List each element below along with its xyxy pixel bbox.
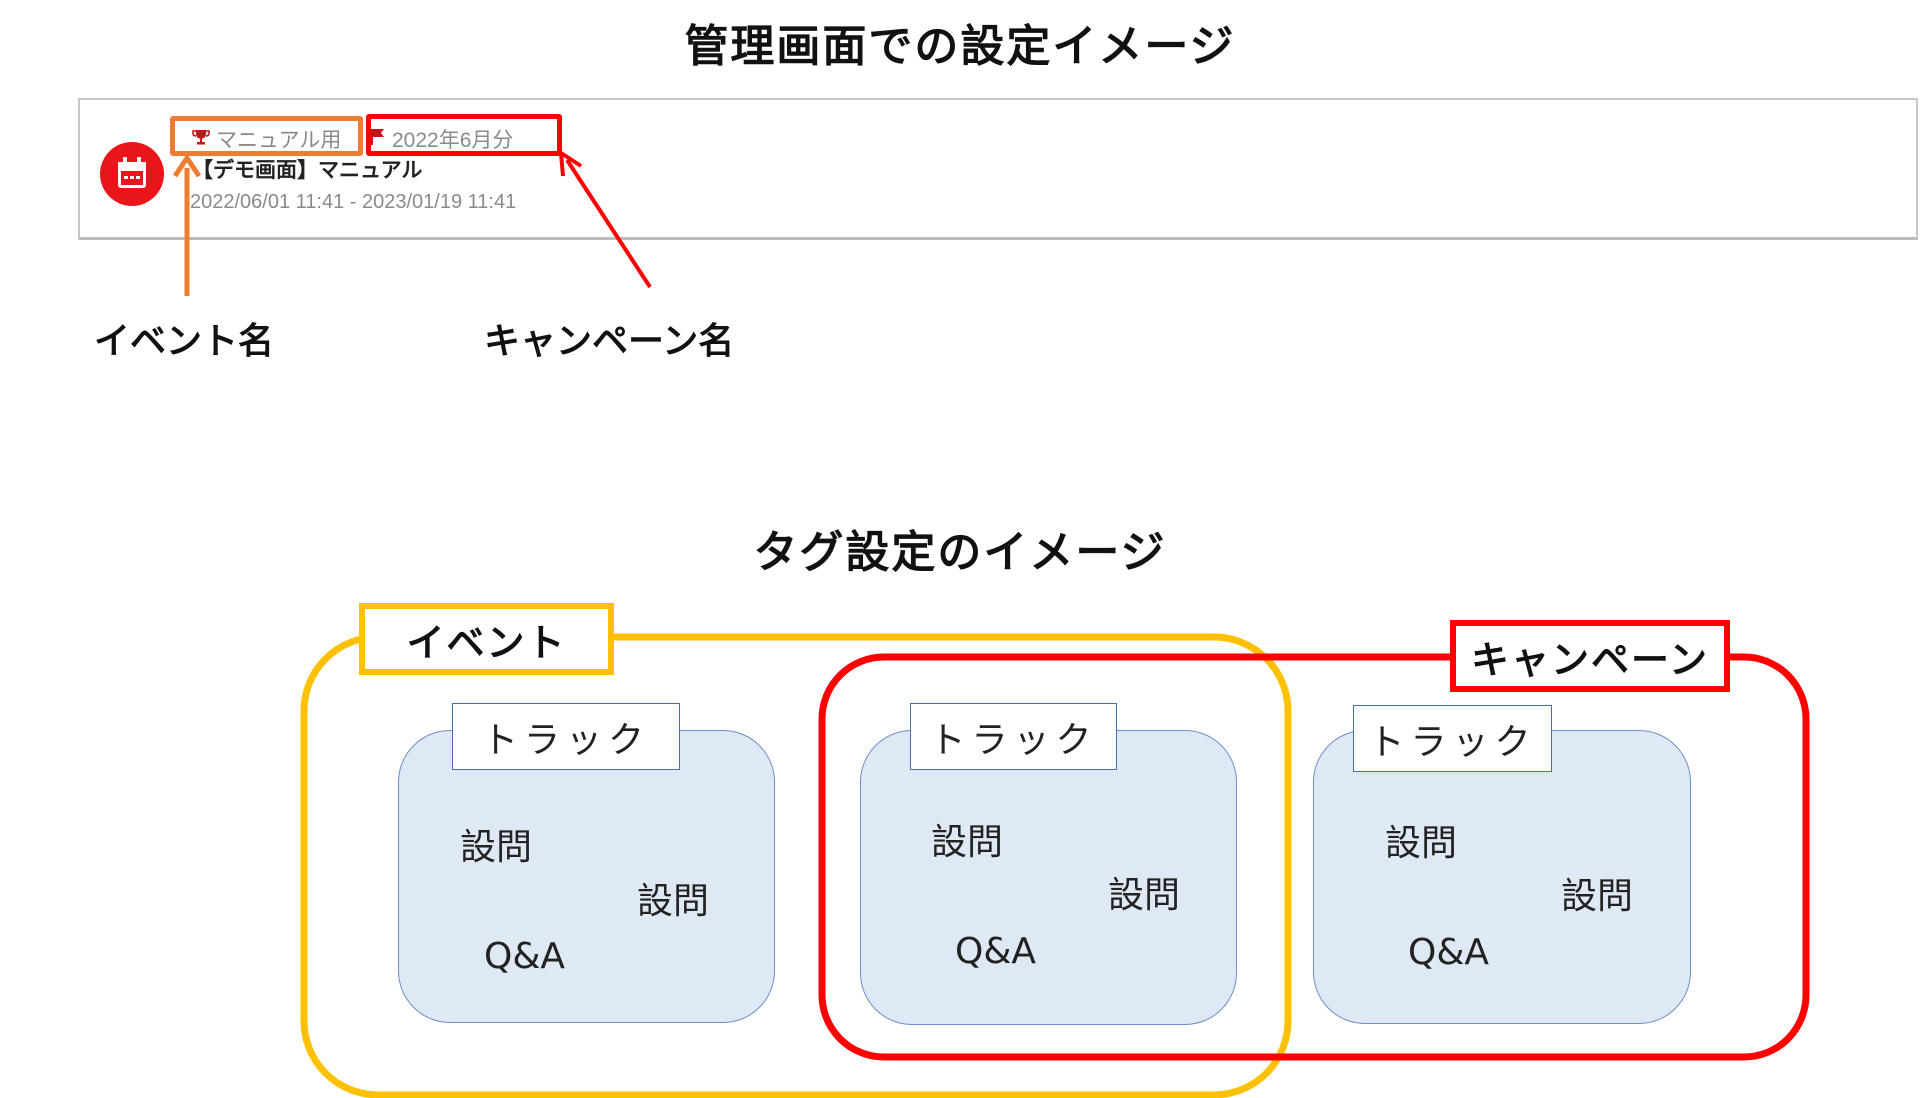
question-item: 設問 <box>460 827 533 868</box>
campaign-region-label: キャンペーン <box>1450 620 1730 692</box>
campaign-name-label: キャンペーン名 <box>484 321 735 362</box>
event-name-highlight <box>170 116 363 156</box>
calendar-icon-badge <box>100 142 164 206</box>
event-region-outline <box>300 633 1292 1098</box>
track-label: トラック <box>910 703 1117 770</box>
track-card[interactable] <box>398 730 775 1023</box>
date-range: 2022/06/01 11:41 - 2023/01/19 11:41 <box>190 191 517 213</box>
calendar-icon <box>118 157 146 188</box>
event-name-label: イベント名 <box>94 321 275 362</box>
event-name: マニュアル用 <box>216 129 342 152</box>
event-arrow-head <box>172 153 202 178</box>
question-item: 設問 <box>637 881 710 922</box>
event-list-card[interactable] <box>78 98 1918 240</box>
track-card[interactable] <box>1313 730 1691 1024</box>
admin-section-title: 管理画面での設定イメージ <box>684 21 1236 72</box>
question-item: 設問 <box>1561 876 1634 917</box>
question-item: 設問 <box>1385 823 1458 864</box>
flag-icon <box>371 129 384 145</box>
annotation-arrows <box>172 149 652 296</box>
event-region-label: イベント <box>359 603 614 675</box>
campaign-arrow-head <box>558 149 583 177</box>
campaign-arrow-shaft <box>565 158 652 289</box>
question-item: 設問 <box>1108 875 1181 916</box>
qa-item: Q&A <box>1408 932 1490 973</box>
track-card[interactable] <box>860 730 1237 1025</box>
trophy-icon <box>192 130 210 145</box>
campaign-name: 2022年6月分 <box>392 129 514 152</box>
track-label: トラック <box>452 703 680 770</box>
item-title: 【デモ画面】マニュアル <box>192 158 423 182</box>
tag-section-title: タグ設定のイメージ <box>753 527 1167 578</box>
campaign-name-highlight <box>366 114 562 156</box>
campaign-region-outline <box>818 653 1810 1061</box>
qa-item: Q&A <box>955 931 1037 972</box>
track-label: トラック <box>1353 705 1552 772</box>
question-item: 設問 <box>931 822 1004 863</box>
qa-item: Q&A <box>484 936 566 977</box>
